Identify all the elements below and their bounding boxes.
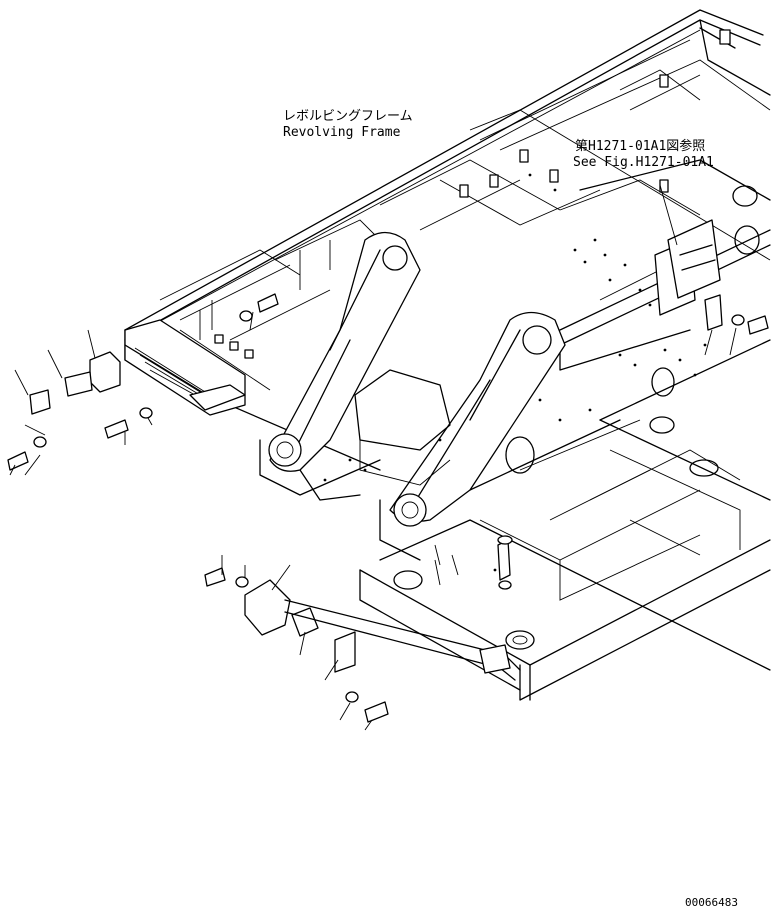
frame-clips: [179, 29, 731, 391]
reference-bracket: [654, 219, 769, 335]
front-lamp-assembly: [204, 567, 521, 723]
revolving-frame: [124, 9, 771, 701]
deck-bolt: [497, 535, 513, 590]
boom-bracket-right: [379, 311, 566, 561]
frame-label-jp: レボルビングフレーム: [283, 109, 413, 124]
centre-opening: [299, 369, 451, 501]
rear-lamp-assembly: [29, 319, 246, 416]
lamp-bolts-left: [7, 293, 279, 471]
deck-holes: [393, 185, 760, 650]
reference-label-jp: 第H1271-01A1図参照: [575, 138, 705, 154]
rivet-dots: [323, 173, 707, 572]
drawing-number: 00066483: [685, 896, 738, 909]
leader-lines: [9, 184, 737, 731]
reference-label-en: See Fig.H1271-01A1: [573, 155, 714, 170]
boom-bracket-left: [259, 231, 421, 496]
frame-label-en: Revolving Frame: [283, 125, 401, 140]
